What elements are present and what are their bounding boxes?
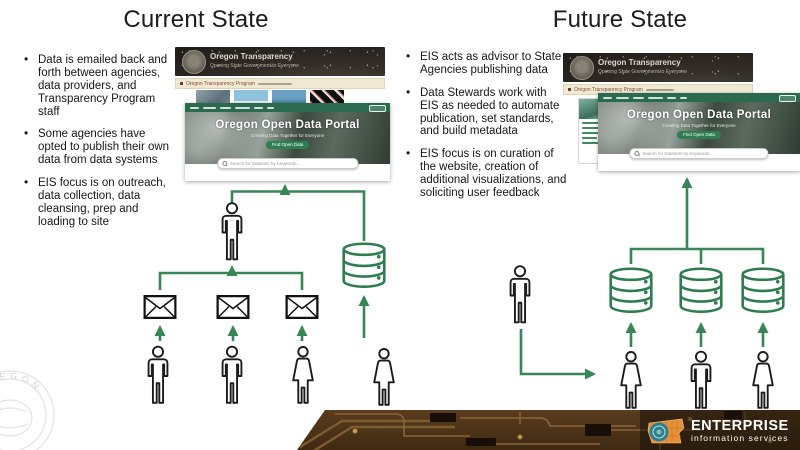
person-icon xyxy=(373,348,395,406)
transparency-site-tagline: Opening State Government to Everyone xyxy=(210,63,299,69)
bullet-item: Data Stewards work with EIS as needed to… xyxy=(402,86,568,139)
portal-hero: Oregon Open Data Portal Creating Data To… xyxy=(185,112,390,169)
portal-title: Oregon Open Data Portal xyxy=(215,119,360,131)
advisor-arrow xyxy=(519,329,596,380)
transparency-header: Oregon Transparency Opening State Govern… xyxy=(563,53,753,82)
breadcrumb-extra xyxy=(645,88,674,91)
portal-tagline: Creating Data Together for Everyone xyxy=(662,123,736,128)
database-icon xyxy=(741,267,785,313)
database-icon xyxy=(342,242,386,288)
find-open-data-button[interactable]: Find Open Data xyxy=(265,141,310,149)
bullet-item: EIS focus is on curation of the website,… xyxy=(402,147,568,200)
future-state-bullets: EIS acts as advisor to State Agencies pu… xyxy=(402,50,568,210)
transparency-site-title: Oregon Transparency xyxy=(210,52,293,61)
connector-line xyxy=(230,190,366,241)
search-placeholder: Search for Datasets by Keywords... xyxy=(642,151,713,156)
person-icon xyxy=(690,350,712,409)
portal-search-input[interactable]: Search for Datasets by Keywords... xyxy=(216,158,359,169)
bracket-line xyxy=(158,271,304,290)
portal-search-input[interactable]: Search for Datasets by Keywords... xyxy=(629,148,769,159)
bullet-item: Some agencies have opted to publish thei… xyxy=(20,127,174,167)
transparency-banner-current: Oregon Transparency Opening State Govern… xyxy=(175,47,385,89)
person-icon xyxy=(292,346,314,404)
person-icon xyxy=(752,351,774,409)
bracket-line xyxy=(629,247,765,264)
transparency-site-tagline: Opening State Government to Everyone xyxy=(598,69,687,75)
current-state-title: Current State xyxy=(123,6,269,33)
oregon-seal-watermark: OREGON xyxy=(0,370,55,450)
breadcrumb[interactable]: Oregon Transparency Program xyxy=(175,78,385,89)
brand-name: ENTERPRISE xyxy=(691,417,789,434)
search-icon xyxy=(221,161,227,166)
svg-text:OREGON: OREGON xyxy=(0,371,44,394)
oregon-map-icon xyxy=(647,418,685,443)
portal-tagline: Creating Data Together for Everyone xyxy=(250,133,325,138)
envelope-icon xyxy=(143,295,177,319)
portal-title: Oregon Open Data Portal xyxy=(626,109,772,121)
bullet-item: EIS focus is on outreach, data collectio… xyxy=(20,176,174,229)
transparency-site-title: Oregon Transparency xyxy=(598,58,681,67)
current-state-bullets: Data is emailed back and forth between a… xyxy=(20,53,174,239)
open-data-portal-screenshot-current: Oregon Open Data Portal Creating Data To… xyxy=(185,103,390,181)
open-data-portal-screenshot-future: Oregon Open Data Portal Creating Data To… xyxy=(598,93,800,171)
breadcrumb-extra xyxy=(257,82,292,85)
breadcrumb-label[interactable]: Oregon Transparency Program xyxy=(574,86,643,93)
transparency-header: Oregon Transparency Opening State Govern… xyxy=(175,47,385,76)
home-icon xyxy=(180,82,183,85)
person-icon xyxy=(509,265,531,324)
state-seal-icon xyxy=(570,56,594,80)
search-icon xyxy=(634,151,640,156)
portal-navbar[interactable] xyxy=(598,93,800,102)
signin-button[interactable] xyxy=(779,95,796,102)
person-icon xyxy=(221,345,243,404)
current-flow-lines xyxy=(154,184,370,341)
transparency-banner-future: Oregon Transparency Opening State Govern… xyxy=(563,53,753,95)
brand-text: ENTERPRISE information services xyxy=(691,417,789,443)
home-icon xyxy=(568,88,571,91)
portal-hero: Oregon Open Data Portal Creating Data To… xyxy=(598,102,800,159)
database-icon xyxy=(679,267,723,313)
seal-text: OREGON xyxy=(0,371,40,394)
person-icon xyxy=(147,345,169,404)
future-state-title: Future State xyxy=(552,6,688,33)
envelope-icon xyxy=(285,295,319,319)
enterprise-information-services-logo: ENTERPRISE information services xyxy=(646,413,798,448)
database-icon xyxy=(609,267,653,313)
search-placeholder: Search for Datasets by Keywords... xyxy=(229,161,301,166)
person-icon xyxy=(620,351,642,409)
find-open-data-button[interactable]: Find Open Data xyxy=(677,131,721,139)
portal-navbar[interactable] xyxy=(185,103,390,112)
person-icon xyxy=(221,202,243,261)
signin-button[interactable] xyxy=(369,105,386,112)
state-seal-icon xyxy=(182,50,206,74)
breadcrumb-label[interactable]: Oregon Transparency Program xyxy=(186,80,255,87)
brand-subtitle: information services xyxy=(691,432,789,443)
envelope-icon xyxy=(216,295,250,319)
bullet-item: Data is emailed back and forth between a… xyxy=(20,53,174,118)
bullet-item: EIS acts as advisor to State Agencies pu… xyxy=(402,50,568,77)
